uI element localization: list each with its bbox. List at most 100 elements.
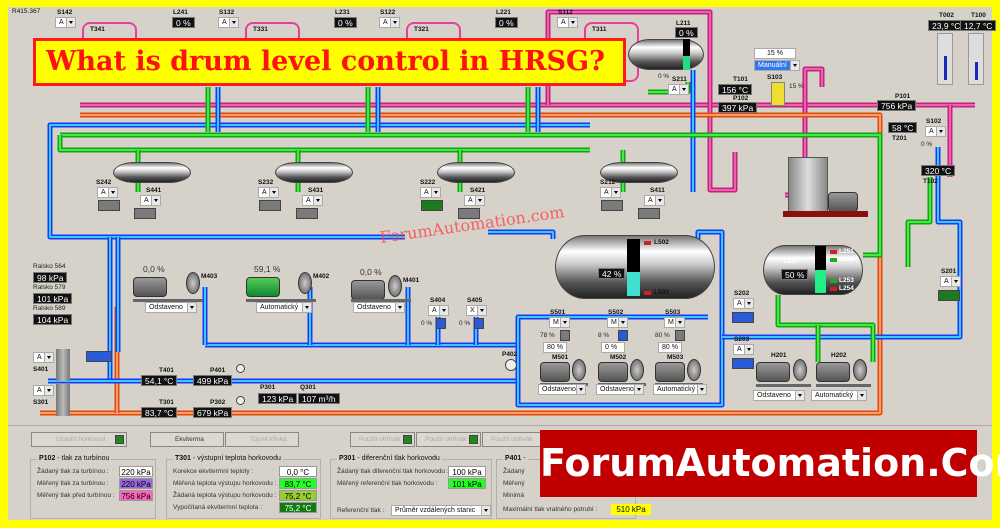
heating-curve-button[interactable]: Topná křivka <box>225 432 299 447</box>
valve-actuator-icon[interactable] <box>98 200 120 211</box>
s441-mode-select[interactable]: A <box>140 195 161 206</box>
group-subtitle: - tlak za turbínou <box>55 455 110 462</box>
valve-actuator-icon[interactable] <box>938 290 960 301</box>
turbine-mode-select[interactable]: Manuální <box>754 60 800 71</box>
makeup-valve-mode-select[interactable]: M <box>549 317 570 328</box>
m403-mode-select[interactable]: Odstaveno <box>145 302 197 313</box>
m401-mode-select[interactable]: Odstaveno <box>353 302 405 313</box>
s122-mode-select[interactable]: A <box>379 17 400 28</box>
pump-speed: 0,0 % <box>360 267 382 277</box>
s431-mode-select[interactable]: A <box>302 195 323 206</box>
select-value: A <box>262 189 267 196</box>
chevron-down-icon <box>790 61 799 70</box>
pump-motor-icon[interactable] <box>351 280 385 300</box>
chevron-down-icon <box>744 345 753 354</box>
close-loop-button[interactable]: Uzavřít horkovod <box>31 432 127 447</box>
valve-actuator-icon[interactable] <box>618 330 628 341</box>
reference-pressure-select[interactable]: Průměr vzdálených stanic <box>391 505 491 516</box>
valve-actuator-icon[interactable] <box>296 208 318 219</box>
h202-mode-select[interactable]: Automatický <box>811 390 867 401</box>
pump-motor-icon[interactable] <box>756 362 790 382</box>
use-heater-1-button[interactable]: Použít ohřívák 1 <box>350 432 415 447</box>
valve-output-field[interactable]: 80 % <box>543 342 567 353</box>
pump-base <box>133 299 203 302</box>
valve-output-field[interactable]: 0 % <box>601 342 625 353</box>
valve-actuator-icon[interactable] <box>675 330 685 341</box>
chevron-down-icon <box>475 196 484 205</box>
chevron-down-icon <box>936 127 945 136</box>
use-heater-3-button[interactable]: Použít ohřívák <box>482 432 542 447</box>
s212-mode-select[interactable]: A <box>600 187 621 198</box>
pump-motor-icon[interactable] <box>246 277 280 297</box>
valve-actuator-icon[interactable] <box>421 200 443 211</box>
s132-mode-select[interactable]: A <box>218 17 239 28</box>
valve-pct: 0 % <box>459 320 471 327</box>
s404-mode-select[interactable]: A <box>428 305 449 316</box>
makeup-pump-mode-select[interactable]: Odstaveno <box>538 384 586 395</box>
makeup-pump-mode-select[interactable]: Odstaveno <box>596 384 644 395</box>
pump-casing-icon <box>630 359 644 381</box>
valve-actuator-icon[interactable] <box>134 208 156 219</box>
s203-mode-select[interactable]: A <box>733 344 754 355</box>
row-label: Minimá <box>503 492 524 499</box>
heat-exchanger-4 <box>600 162 678 183</box>
remote-value: 104 kPa <box>33 314 73 325</box>
temp-tag: T311 <box>592 26 607 33</box>
s201-mode-select[interactable]: A <box>940 276 961 287</box>
valve-tag: S404 <box>430 297 446 304</box>
valve-tag: S441 <box>146 187 162 194</box>
control-valve-icon[interactable] <box>56 384 70 416</box>
s405-mode-select[interactable]: X <box>466 305 487 316</box>
pump-speed: 59,1 % <box>254 264 281 274</box>
temp-tag: T002 <box>939 12 954 19</box>
m402-mode-select[interactable]: Automatický <box>256 302 312 313</box>
pump-motor-icon[interactable] <box>816 362 850 382</box>
chevron-down-icon <box>44 353 53 362</box>
s222-mode-select[interactable]: A <box>420 187 441 198</box>
pump-base <box>351 299 411 302</box>
valve-actuator-icon[interactable] <box>732 358 754 369</box>
pump-motor-icon[interactable] <box>540 362 570 382</box>
tank-level-value: 42 % <box>598 268 626 279</box>
s142-mode-select[interactable]: A <box>55 17 76 28</box>
valve-actuator-icon[interactable] <box>86 351 112 362</box>
valve-actuator-icon[interactable] <box>601 200 623 211</box>
row-value: 100 kPa <box>448 466 486 477</box>
valve-actuator-icon[interactable] <box>259 200 281 211</box>
s401-mode-select[interactable]: A <box>33 352 54 363</box>
h201-mode-select[interactable]: Odstaveno <box>753 390 805 401</box>
s202-mode-select[interactable]: A <box>733 298 754 309</box>
valve-actuator-icon[interactable] <box>436 318 446 329</box>
s411-mode-select[interactable]: A <box>644 195 665 206</box>
valve-output-field[interactable]: 80 % <box>658 342 682 353</box>
makeup-valve-mode-select[interactable]: M <box>664 317 685 328</box>
p102-group: P102 - tlak za turbínou Žádaný tlak za t… <box>30 455 156 519</box>
pump-motor-icon[interactable] <box>133 277 167 297</box>
brand-banner: ForumAutomation.Com <box>540 430 1000 497</box>
valve-actuator-icon[interactable] <box>474 318 484 329</box>
pump-motor-icon[interactable] <box>598 362 628 382</box>
s421-mode-select[interactable]: A <box>464 195 485 206</box>
makeup-pump-mode-select[interactable]: Automatický <box>653 384 707 395</box>
s301-mode-select[interactable]: A <box>33 385 54 396</box>
control-valve-icon[interactable] <box>56 349 70 381</box>
use-heater-2-button[interactable]: Použít ohřívák 2 <box>416 432 481 447</box>
turbine-setpoint-input[interactable]: 15 % <box>754 48 796 59</box>
s211-mode-select[interactable]: A <box>668 84 689 95</box>
remote-value: 101 kPa <box>33 293 73 304</box>
valve-actuator-icon[interactable] <box>560 330 570 341</box>
valve-actuator-icon[interactable] <box>458 208 480 219</box>
valve-actuator-icon[interactable] <box>638 208 660 219</box>
makeup-valve-mode-select[interactable]: M <box>607 317 628 328</box>
ekviterma-button[interactable]: Ekviterma <box>150 432 224 447</box>
pump-motor-icon[interactable] <box>655 362 685 382</box>
s232-mode-select[interactable]: A <box>258 187 279 198</box>
valve-actuator-icon[interactable] <box>732 312 754 323</box>
s112-mode-select[interactable]: A <box>557 17 578 28</box>
green-pipe <box>777 295 874 362</box>
chevron-down-icon <box>302 303 311 312</box>
s102-mode-select[interactable]: A <box>925 126 946 137</box>
control-valve-icon[interactable] <box>771 82 785 106</box>
valve-tag: S501 <box>550 309 566 316</box>
s242-mode-select[interactable]: A <box>97 187 118 198</box>
